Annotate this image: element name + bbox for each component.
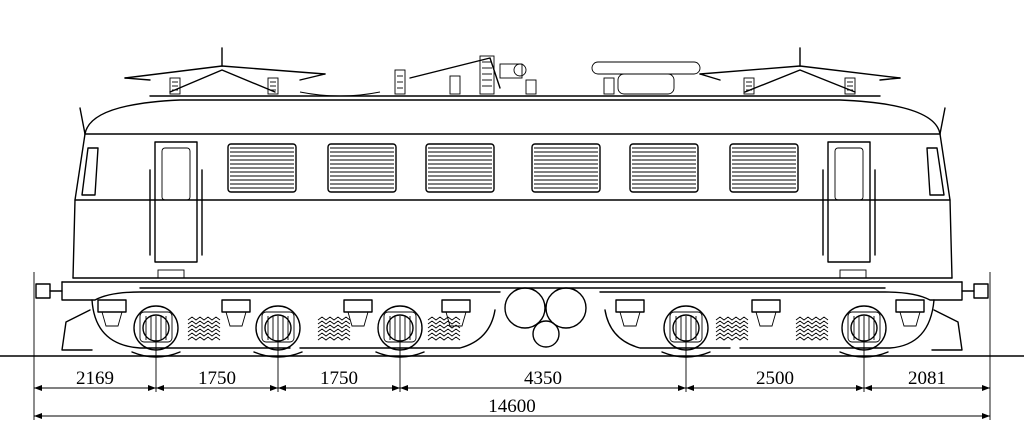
pantograph-right — [699, 47, 901, 93]
dimension-label: 2500 — [756, 368, 794, 389]
arrowhead — [34, 385, 42, 391]
arrowhead — [156, 385, 164, 391]
louvre-grille — [227, 143, 297, 193]
arrowhead — [392, 385, 400, 391]
leaf-spring — [795, 316, 829, 341]
dimension-label: 1750 — [320, 368, 358, 389]
louvre-grille — [729, 143, 799, 193]
dimension-label: 2081 — [908, 368, 946, 389]
leaf-spring — [427, 316, 461, 341]
car-body — [72, 99, 953, 279]
overall-dimension-label: 14600 — [488, 396, 536, 417]
axle-box — [343, 299, 373, 327]
arrowhead — [34, 413, 42, 419]
arrowhead — [856, 385, 864, 391]
axle-box — [615, 299, 645, 327]
pantograph-left — [124, 47, 326, 93]
leaf-spring — [187, 316, 221, 341]
arrowhead — [982, 413, 990, 419]
dimension-label: 2169 — [76, 368, 114, 389]
leaf-spring — [715, 316, 749, 341]
arrowhead — [278, 385, 286, 391]
dimension-lines — [33, 272, 991, 420]
dimension-label: 1750 — [198, 368, 236, 389]
arrowhead — [982, 385, 990, 391]
axle-box — [221, 299, 251, 327]
underframe — [35, 281, 989, 351]
axle-box — [441, 299, 471, 327]
axle-box — [751, 299, 781, 327]
louvre-grille — [327, 143, 397, 193]
arrowhead — [270, 385, 278, 391]
louvre-grilles — [227, 143, 799, 193]
arrowhead — [678, 385, 686, 391]
arrowhead — [148, 385, 156, 391]
arrowhead — [400, 385, 408, 391]
arrowhead — [686, 385, 694, 391]
roof-equipment — [149, 55, 881, 97]
louvre-grille — [425, 143, 495, 193]
running-gear — [97, 299, 925, 358]
axle-box — [895, 299, 925, 327]
louvre-grille — [629, 143, 699, 193]
arrowhead — [864, 385, 872, 391]
axle-box — [97, 299, 127, 327]
dimension-label: 4350 — [524, 368, 562, 389]
louvre-grille — [531, 143, 601, 193]
leaf-spring — [317, 316, 351, 341]
